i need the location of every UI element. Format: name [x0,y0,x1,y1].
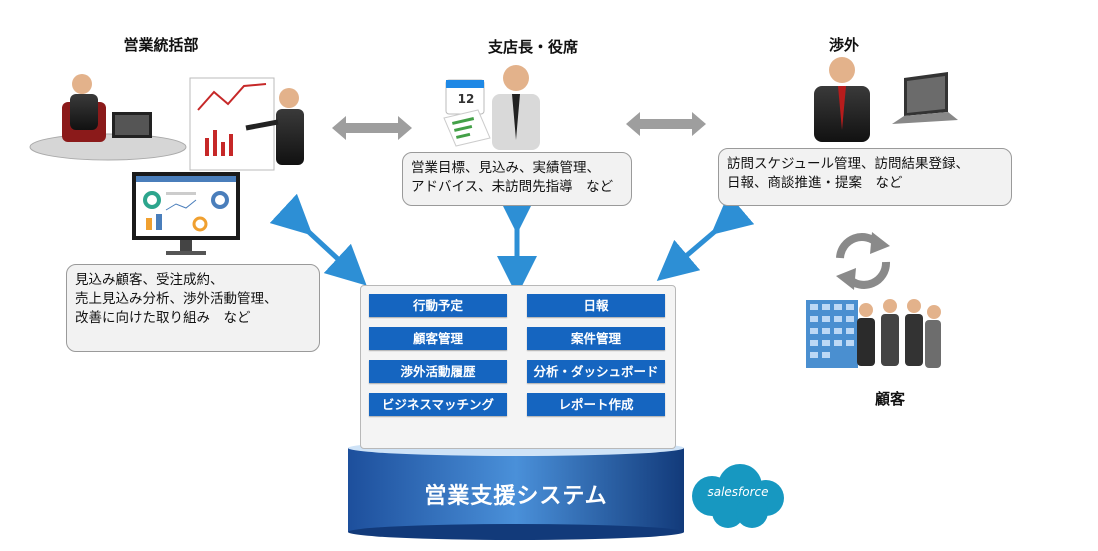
presenter-icon [189,77,304,171]
heading-customer: 顧客 [874,390,905,408]
function-daily-report[interactable]: 日報 [527,294,665,317]
function-deal-mgmt[interactable]: 案件管理 [527,327,665,350]
executive-desk-icon [29,74,187,161]
note-branch-line: アドバイス、未訪問先指導 など [411,179,614,195]
note-field-line: 訪問スケジュール管理、訪問結果登録、 [727,156,970,172]
cycle-arrows-icon [836,232,890,290]
function-analysis-dashboard[interactable]: 分析・ダッシュボード [527,360,665,383]
monitor-dashboard-icon [132,172,240,255]
function-business-matching[interactable]: ビジネスマッチング [369,393,507,416]
businessman-icon [492,65,540,150]
salesforce-label: salesforce [707,485,769,499]
function-customer-mgmt[interactable]: 顧客管理 [369,327,507,350]
note-branch-line: 営業目標、見込み、実績管理、 [411,160,600,176]
note-branch: 営業目標、見込み、実績管理、 アドバイス、未訪問先指導 など [402,152,632,206]
calendar-day: 12 [457,92,475,106]
heading-branch: 支店長・役席 [487,38,578,56]
laptop-icon [892,72,958,124]
function-report-creation[interactable]: レポート作成 [527,393,665,416]
gray-double-arrow-right [626,112,706,136]
function-activity-history[interactable]: 渉外活動履歴 [369,360,507,383]
blue-arrow-field [656,193,755,281]
field-businessman-icon [814,57,870,142]
function-action-schedule[interactable]: 行動予定 [369,294,507,317]
note-sales-hq: 見込み顧客、受注成約、 売上見込み分析、渉外活動管理、 改善に向けた取り組み な… [66,264,320,352]
checklist-icon [443,109,491,147]
handshake-icon [857,299,941,368]
gray-double-arrow-left [332,116,412,140]
note-sales-hq-line: 見込み顧客、受注成約、 [75,272,224,288]
note-sales-hq-line: 改善に向けた取り組み など [75,310,251,326]
building-icon [806,300,858,368]
blue-arrow-hq [269,193,367,286]
note-field-line: 日報、商談推進・提案 など [727,175,903,191]
note-field: 訪問スケジュール管理、訪問結果登録、 日報、商談推進・提案 など [718,148,1012,206]
note-sales-hq-line: 売上見込み分析、渉外活動管理、 [75,291,278,307]
system-name: 営業支援システム [424,484,608,509]
function-panel: 行動予定 日報 顧客管理 案件管理 渉外活動履歴 分析・ダッシュボード ビジネス… [360,285,676,449]
heading-sales-hq: 営業統括部 [123,36,199,54]
heading-field: 渉外 [828,36,859,54]
salesforce-cloud-icon [692,464,784,528]
